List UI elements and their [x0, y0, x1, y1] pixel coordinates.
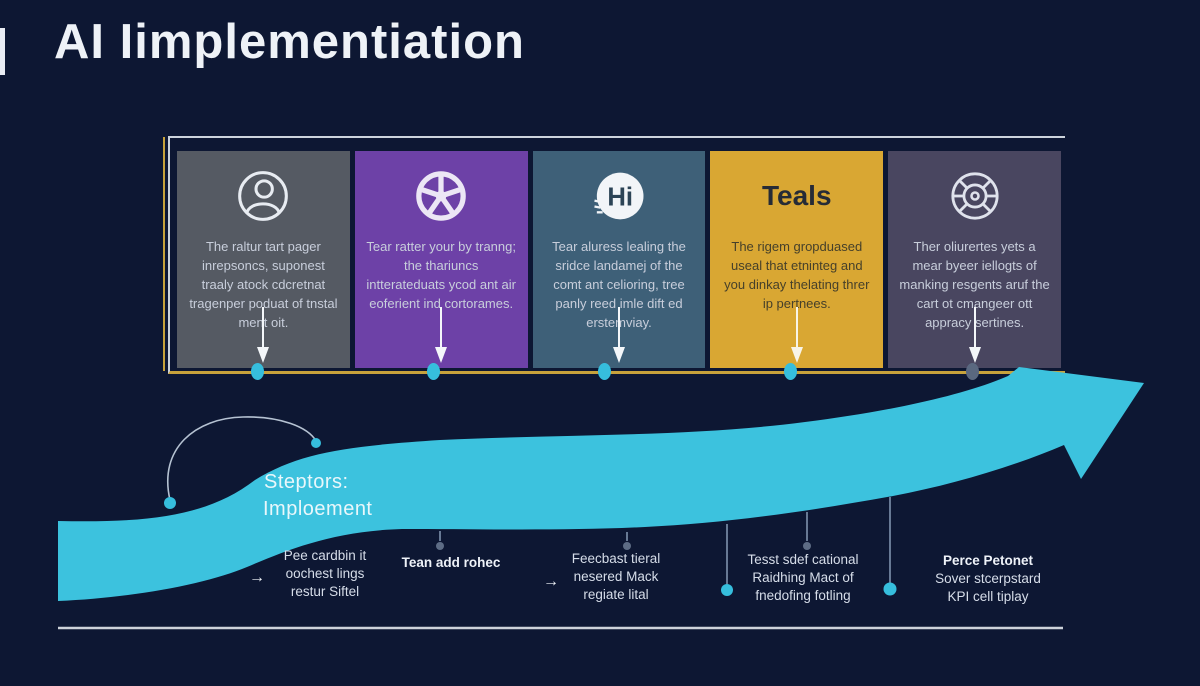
frame-gold-line	[163, 137, 165, 371]
step-card-3: Hi Tear aluress lealing the sridce landa…	[532, 151, 706, 368]
milestone-4-line: Tesst sdef cational	[747, 552, 859, 567]
milestone-1-line: oochest lings	[285, 566, 365, 581]
milestone-1-line: restur Siftel	[290, 584, 360, 599]
timeline-dot-3	[598, 363, 611, 380]
target-wheel-icon	[951, 172, 999, 220]
card-3-icon-area: Hi	[591, 165, 647, 227]
down-arrow-icon	[435, 307, 448, 363]
flow-label-line2: Imploement	[263, 498, 373, 520]
milestone-4-line: Raidhing Mact of	[752, 570, 854, 585]
milestone-3-line: nesered Mack	[573, 569, 659, 584]
connector-dot	[436, 542, 444, 550]
card-4-heading-area: Teals	[762, 165, 832, 227]
card-4-heading: Teals	[762, 180, 832, 211]
down-arrow-icon	[257, 307, 270, 363]
milestone-4: Tesst sdef cational Raidhing Mact of fne…	[734, 551, 872, 605]
flow-label-line1: Steptors:	[264, 471, 349, 493]
connector-dot	[803, 542, 811, 550]
connector-dot	[721, 584, 733, 596]
hi-badge-icon: Hi	[594, 172, 644, 220]
left-edge-mark	[0, 28, 5, 75]
milestone-3-line: regiate lital	[583, 587, 649, 602]
timeline-dot-2	[427, 363, 440, 380]
card-4-text: The rigem gropduased useal that etninteg…	[724, 239, 870, 311]
step-cards-row: The raltur tart pager inrepsoncs, supone…	[177, 151, 1061, 368]
step-card-1: The raltur tart pager inrepsoncs, supone…	[177, 151, 350, 368]
step-card-2: Tear ratter your by tranng; the thariunc…	[354, 151, 528, 368]
milestone-3: Feecbast tieral nesered Mack regiate lit…	[560, 550, 672, 604]
milestone-2-line: Tean add rohec	[401, 555, 501, 570]
milestone-1-line: Pee cardbin it	[283, 548, 367, 563]
milestone-1: Pee cardbin it oochest lings restur Sift…	[266, 547, 384, 601]
milestone-5: Perce Petonet Sover stcerpstard KPI cell…	[918, 552, 1058, 606]
connector-curve-dot-end	[311, 438, 321, 448]
down-arrow-icon	[612, 307, 625, 363]
milestone-4-line: fnedofing fotling	[755, 588, 851, 603]
timeline-dot-4	[784, 363, 797, 380]
milestone-5-line: KPI cell tiplay	[947, 589, 1029, 604]
down-arrow-icon	[790, 307, 803, 363]
step-card-5: Ther oliurertes yets a mear byeer iellog…	[888, 151, 1061, 368]
connector-curve-dot-start	[164, 497, 176, 509]
milestone-3-line: Feecbast tieral	[571, 551, 661, 566]
wheel-icon	[416, 171, 466, 221]
person-icon	[238, 171, 289, 221]
milestone-5-line: Perce Petonet	[942, 553, 1034, 568]
connector-dot	[623, 542, 631, 550]
milestone-5-line: Sover stcerpstard	[935, 571, 1041, 586]
card-1-text: The raltur tart pager inrepsoncs, supone…	[189, 239, 338, 330]
connector-dot	[883, 582, 897, 596]
milestone-2: Tean add rohec	[396, 554, 506, 572]
timeline-dot-5	[966, 363, 979, 380]
step-card-4: Teals The rigem gropduased useal that et…	[710, 151, 884, 368]
card-2-icon-area	[413, 165, 469, 227]
down-arrow-icon	[968, 307, 981, 363]
page-title: AI Iimplementiation	[54, 15, 525, 69]
card-1-icon-area	[235, 165, 291, 227]
timeline-dot-1	[251, 363, 264, 380]
right-arrow-icon: →	[249, 569, 265, 586]
right-arrow-icon: →	[543, 573, 559, 590]
card-5-icon-area	[947, 165, 1003, 227]
hi-badge-text: Hi	[607, 183, 633, 211]
card-2-text: Tear ratter your by tranng; the thariunc…	[366, 239, 516, 311]
